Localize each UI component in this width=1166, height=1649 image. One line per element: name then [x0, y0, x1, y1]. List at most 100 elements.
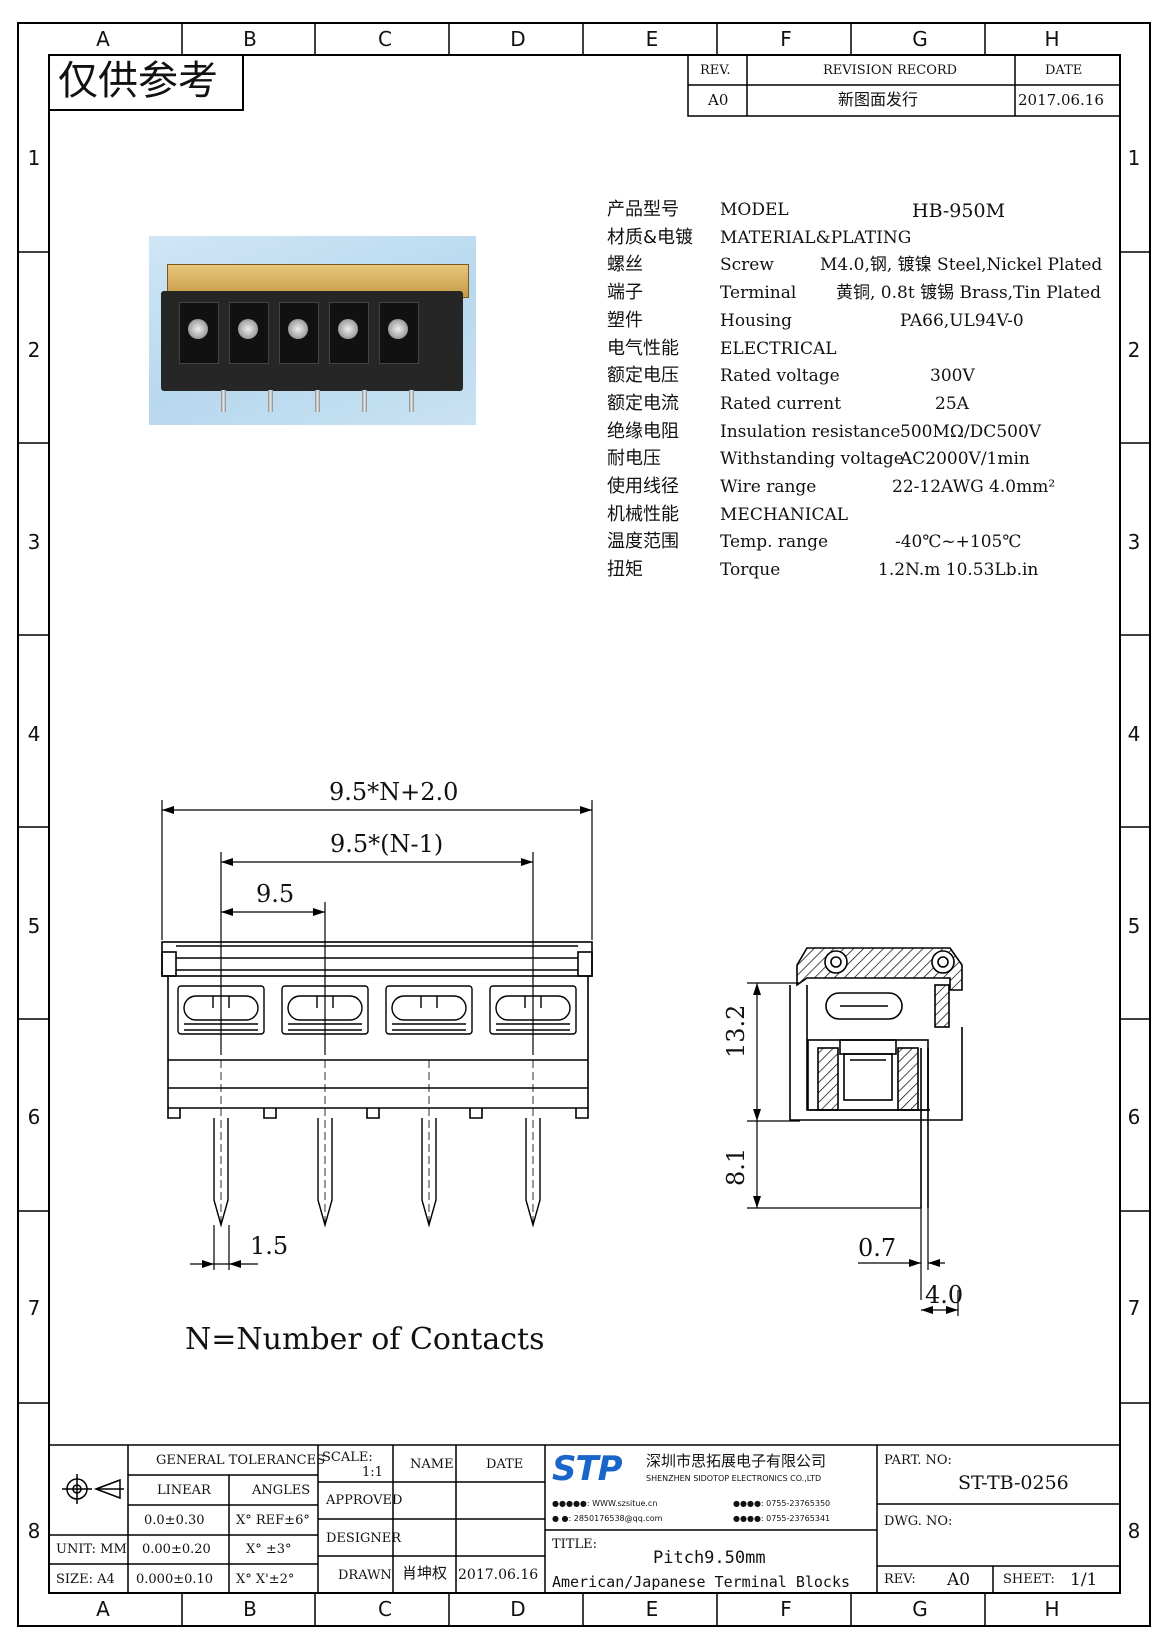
- spec-label-en: MATERIAL&PLATING: [720, 227, 912, 248]
- company-name-en: SHENZHEN SIDOTOP ELECTRONICS CO.,LTD: [646, 1474, 822, 1483]
- zone-row-right-4: 4: [1127, 722, 1141, 746]
- product-photo: [149, 236, 476, 425]
- angles-header: ANGLES: [252, 1483, 311, 1498]
- spec-label-en: Wire range: [720, 477, 817, 497]
- rev-value-block: A0: [947, 1570, 971, 1590]
- front-view: [161, 941, 593, 1119]
- spec-value: AC2000V/1min: [900, 449, 1030, 470]
- spec-value: M4.0,钢, 镀镍 Steel,Nickel Plated: [820, 255, 1103, 276]
- zone-column-top-g: G: [912, 27, 928, 51]
- spec-label-cn: 使用线径: [607, 476, 679, 497]
- revision-date-value: 2017.06.16: [1018, 91, 1104, 109]
- zone-column-top-h: H: [1044, 27, 1060, 51]
- spec-label-cn: 绝缘电阻: [607, 420, 679, 442]
- pcb-pin: [421, 1118, 437, 1228]
- photo-terminal-cell: [229, 302, 269, 364]
- general-tolerances-label: GENERAL TOLERANCES: [156, 1453, 326, 1468]
- title-block-lines: [49, 1444, 1120, 1593]
- zone-column-bottom-h: H: [1044, 1597, 1060, 1621]
- zone-row-right-7: 7: [1127, 1296, 1141, 1320]
- scale-value: 1:1: [362, 1465, 383, 1480]
- zone-row-right-1: 1: [1127, 146, 1141, 170]
- title-label: TITLE:: [552, 1537, 597, 1552]
- dwg-no-label: DWG. NO:: [884, 1514, 953, 1529]
- spec-value: 黄铜, 0.8t 镀锡 Brass,Tin Plated: [836, 283, 1102, 304]
- zone-column-top-b: B: [243, 27, 257, 51]
- part-no-label: PART. NO:: [884, 1453, 952, 1468]
- sheet-label: SHEET:: [1003, 1572, 1055, 1587]
- zone-column-top-e: E: [645, 27, 659, 51]
- photo-terminal-cell: [379, 302, 419, 364]
- title-line-1: Pitch9.50mm: [653, 1548, 766, 1568]
- name-header: NAME: [410, 1457, 454, 1472]
- spec-label-cn: 端子: [607, 282, 643, 304]
- spec-value: PA66,UL94V-0: [900, 310, 1024, 331]
- zone-column-bottom-a: A: [96, 1597, 110, 1621]
- photo-screw: [388, 319, 408, 339]
- dim-body-height: 13.2: [722, 1004, 750, 1058]
- spec-label-cn: 机械性能: [607, 503, 679, 525]
- rev-label: REV:: [884, 1572, 916, 1587]
- zone-row-left-6: 6: [27, 1105, 41, 1129]
- designer-label: DESIGNER: [326, 1531, 401, 1546]
- dim-pitch: 9.5: [256, 880, 295, 908]
- zone-row-right-2: 2: [1127, 338, 1141, 362]
- approved-label: APPROVED: [326, 1493, 403, 1508]
- dim-pin-length: 8.1: [722, 1147, 750, 1186]
- photo-screw: [238, 319, 258, 339]
- spec-value: 500MΩ/DC500V: [900, 421, 1042, 442]
- zone-row-left-8: 8: [27, 1519, 41, 1543]
- date-header: DATE: [1045, 63, 1083, 78]
- photo-pin: [268, 390, 273, 412]
- screw-head: [391, 995, 467, 1021]
- zone-row-left-2: 2: [27, 338, 41, 362]
- spec-label-cn: 额定电流: [607, 392, 679, 414]
- spec-label-en: Temp. range: [720, 532, 829, 553]
- spec-label-cn: 塑件: [607, 309, 643, 331]
- zone-column-bottom-e: E: [645, 1597, 659, 1621]
- photo-terminal-cell: [329, 302, 369, 364]
- drawn-date: 2017.06.16: [458, 1567, 539, 1583]
- dim-pin-thickness: 0.7: [858, 1234, 897, 1262]
- company-logo: STP: [552, 1449, 623, 1489]
- spec-value: 1.2N.m 10.53Lb.in: [878, 560, 1039, 581]
- spec-label-en: Insulation resistance: [720, 421, 901, 442]
- zone-column-bottom-b: B: [243, 1597, 257, 1621]
- spec-label-en: Withstanding voltage: [720, 449, 904, 470]
- zone-column-top-f: F: [780, 27, 792, 51]
- company-fax: ●●●●: 0755-23765341: [733, 1514, 831, 1523]
- spec-label-cn: 螺丝: [607, 254, 643, 276]
- spec-label-en: Screw: [720, 255, 774, 276]
- tol-linear-2: 0.00±0.20: [142, 1542, 211, 1557]
- company-name-cn: 深圳市思拓展电子有限公司: [646, 1452, 827, 1470]
- photo-screw: [188, 319, 208, 339]
- spec-label-cn: 产品型号: [607, 199, 679, 220]
- zone-row-right-6: 6: [1127, 1105, 1141, 1129]
- photo-terminal-cell: [279, 302, 319, 364]
- title-line-2: American/Japanese Terminal Blocks: [552, 1573, 851, 1591]
- photo-pin: [315, 390, 320, 412]
- pcb-pin: [317, 1118, 333, 1228]
- zone-row-left-5: 5: [27, 914, 41, 938]
- photo-screw: [338, 319, 358, 339]
- sheet-value: 1/1: [1070, 1570, 1098, 1590]
- date-column-header: DATE: [486, 1457, 524, 1472]
- tol-angle-3: X° X'±2°: [236, 1572, 295, 1587]
- linear-header: LINEAR: [157, 1483, 211, 1498]
- pcb-pin: [525, 1118, 541, 1228]
- zone-row-right-3: 3: [1127, 530, 1141, 554]
- side-dimensions: [747, 982, 959, 1316]
- photo-screw: [288, 319, 308, 339]
- unit-label: UNIT: MM: [56, 1542, 127, 1557]
- tol-angle-1: X° REF±6°: [236, 1513, 310, 1528]
- part-no-value: ST-TB-0256: [958, 1472, 1069, 1494]
- projection-symbol: [62, 1474, 124, 1504]
- tol-linear-1: 0.0±0.30: [144, 1513, 205, 1528]
- spec-label-en: MECHANICAL: [720, 504, 849, 525]
- spec-label-en: Terminal: [720, 283, 797, 304]
- zone-row-right-8: 8: [1127, 1519, 1141, 1543]
- revision-record-header: REVISION RECORD: [823, 63, 958, 78]
- company-website: ●●●●●: WWW.szsitue.cn: [552, 1499, 658, 1508]
- rev-value: A0: [708, 91, 729, 109]
